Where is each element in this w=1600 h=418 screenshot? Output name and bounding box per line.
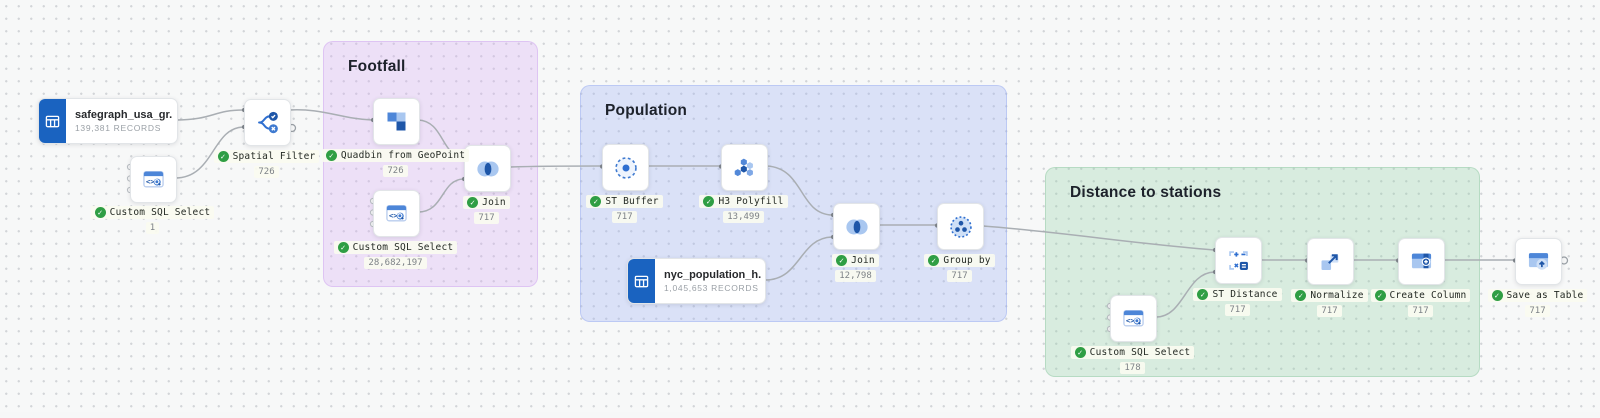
custom-sql-select-icon: <>	[386, 204, 407, 222]
success-check-icon: ✓	[590, 196, 602, 207]
success-check-icon: ✓	[1491, 290, 1503, 301]
node-save-as-table[interactable]	[1515, 238, 1562, 285]
success-check-icon: ✓	[337, 242, 349, 253]
node-custom-sql-select-1[interactable]: <>	[130, 156, 177, 203]
node-custom-sql-select-2[interactable]: <>	[373, 190, 420, 237]
node-label: ✓Custom SQL Select	[1023, 346, 1243, 359]
edge-sql3-stdistance[interactable]	[1155, 271, 1215, 318]
node-count: 13,499	[634, 211, 854, 223]
success-check-icon: ✓	[928, 255, 940, 266]
node-source-nyc-population[interactable]: nyc_population_h... 1,045,653 RECORDS	[627, 258, 766, 304]
node-label: ✓Spatial Filter	[157, 150, 377, 163]
success-check-icon: ✓	[467, 197, 479, 208]
h3-polyfill-icon	[734, 158, 753, 176]
node-group-by[interactable]	[937, 203, 984, 250]
table-records: 1,045,653 RECORDS	[664, 283, 759, 293]
node-count: 726	[157, 166, 377, 178]
svg-text:<>: <>	[146, 177, 155, 186]
node-st-buffer[interactable]	[602, 144, 649, 191]
node-count: 717	[1311, 305, 1531, 317]
table-records: 139,381 RECORDS	[75, 123, 162, 133]
node-count: 717	[515, 211, 735, 223]
group-title-footfall: Footfall	[348, 58, 406, 75]
node-count: 717	[1220, 305, 1440, 317]
node-label: ✓Save as Table	[1428, 289, 1600, 302]
svg-text:<>: <>	[1126, 316, 1135, 325]
node-label: ✓Custom SQL Select	[43, 206, 263, 219]
node-source-safegraph[interactable]: safegraph_usa_gr... 139,381 RECORDS	[38, 98, 178, 144]
table-icon	[45, 115, 60, 127]
success-check-icon: ✓	[836, 255, 848, 266]
success-check-icon: ✓	[703, 196, 715, 207]
node-label: ✓Quadbin from GeoPoint	[286, 149, 506, 162]
node-label: ✓Custom SQL Select	[286, 241, 506, 254]
node-label: ✓Normalize	[1220, 289, 1440, 302]
st-buffer-icon	[614, 156, 637, 179]
node-h3-polyfill[interactable]	[721, 144, 768, 191]
node-spatial-filter[interactable]	[244, 99, 291, 146]
success-check-icon: ✓	[1074, 347, 1086, 358]
edge-join1-stbuffer[interactable]	[509, 165, 602, 168]
st-distance-icon	[1229, 251, 1248, 270]
node-count: 717	[377, 212, 597, 224]
table-name: nyc_population_h...	[664, 269, 761, 281]
join-icon	[845, 219, 868, 234]
table-name: safegraph_usa_gr...	[75, 109, 173, 121]
edge-nyctable-join2[interactable]	[764, 236, 833, 281]
success-check-icon: ✓	[1197, 289, 1209, 300]
node-label: ✓ST Distance	[1128, 288, 1348, 301]
success-check-icon: ✓	[325, 150, 337, 161]
success-check-icon: ✓	[94, 207, 106, 218]
node-count: 28,682,197	[286, 257, 506, 269]
node-join-1[interactable]	[464, 145, 511, 192]
quadbin-icon	[387, 112, 406, 131]
node-label: ✓ST Buffer	[515, 195, 735, 208]
node-create-column[interactable]	[1398, 238, 1445, 285]
node-label: ✓Create Column	[1311, 289, 1531, 302]
success-check-icon: ✓	[217, 151, 229, 162]
node-count: 717	[1128, 304, 1348, 316]
edge-spatialfilter-quadbin[interactable]	[288, 109, 373, 121]
edge-sql2-join1[interactable]	[417, 178, 464, 213]
edge-safegraph-spatialfilter[interactable]	[175, 109, 244, 121]
node-custom-sql-select-3[interactable]: <>	[1110, 295, 1157, 342]
group-title-distance: Distance to stations	[1070, 184, 1222, 201]
custom-sql-select-icon: <>	[1123, 309, 1144, 327]
create-column-icon	[1411, 253, 1432, 269]
normalize-icon	[1321, 254, 1339, 270]
edge-h3polyfill-join2[interactable]	[766, 165, 833, 216]
join-icon	[476, 161, 499, 176]
node-label: ✓Join	[746, 254, 966, 267]
node-count: 717	[1428, 305, 1600, 317]
svg-text:<>: <>	[389, 211, 398, 220]
node-count: 1	[43, 222, 263, 234]
node-quadbin-from-geopoint[interactable]	[373, 98, 420, 145]
table-icon-badge	[628, 259, 655, 303]
node-normalize[interactable]	[1307, 238, 1354, 285]
node-count: 717	[850, 270, 1070, 282]
custom-sql-select-icon: <>	[143, 170, 164, 188]
node-label: ✓Group by	[850, 254, 1070, 267]
edge-sql1-spatialfilter[interactable]	[174, 126, 244, 179]
success-check-icon: ✓	[1295, 290, 1307, 301]
node-join-2[interactable]	[833, 203, 880, 250]
edge-groupby-stdistance[interactable]	[982, 225, 1215, 251]
group-by-icon	[949, 215, 972, 238]
save-as-table-icon	[1528, 253, 1549, 270]
table-icon	[634, 275, 649, 287]
node-st-distance[interactable]	[1215, 237, 1262, 284]
node-label: ✓Join	[377, 196, 597, 209]
node-label: ✓H3 Polyfill	[634, 195, 854, 208]
node-count: 726	[286, 165, 506, 177]
group-title-population: Population	[605, 102, 688, 119]
canvas-bottom-edge	[0, 412, 1600, 418]
node-count: 178	[1023, 362, 1243, 374]
success-check-icon: ✓	[1374, 290, 1386, 301]
spatial-filter-icon	[258, 111, 278, 134]
table-icon-badge	[39, 99, 66, 143]
node-count: 12,798	[746, 270, 966, 282]
